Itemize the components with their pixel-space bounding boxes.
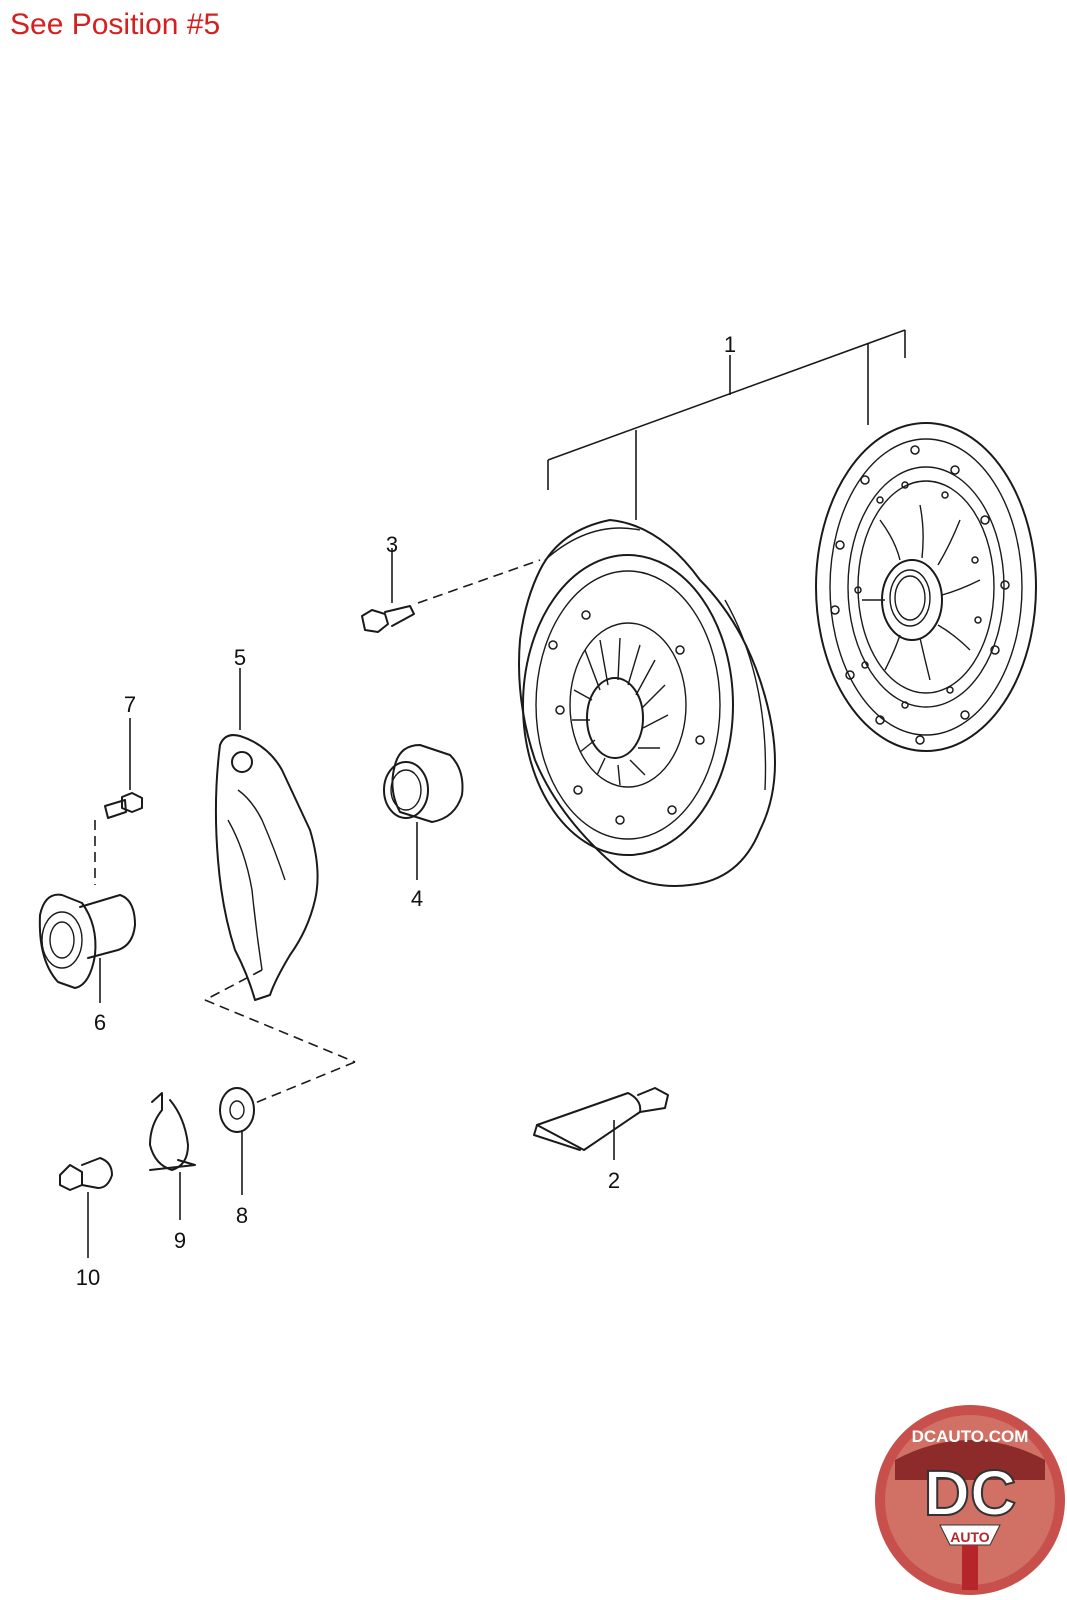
callout-1-bracket [547,329,906,520]
spring-clip-9 [149,1092,196,1220]
callout-3: 3 [386,532,398,557]
bolt-3 [361,548,541,633]
release-lever-5 [204,668,356,1104]
grease-tube-2 [533,1087,669,1160]
callout-1: 1 [724,332,736,357]
dcauto-logo: DCAUTO.COM DC AUTO [875,1405,1065,1595]
washer-8 [219,1087,255,1195]
logo-mark: DC [924,1457,1016,1529]
bolt-7 [94,718,143,885]
logo-sub-text: AUTO [950,1529,990,1545]
callout-9: 9 [174,1228,186,1253]
clutch-disc [815,422,1037,752]
callout-4: 4 [411,886,423,911]
callout-8: 8 [236,1203,248,1228]
callout-7: 7 [124,692,136,717]
callout-10: 10 [76,1265,100,1290]
callout-2: 2 [608,1168,620,1193]
callout-6: 6 [94,1010,106,1035]
callout-5: 5 [234,645,246,670]
header-note: See Position #5 [10,8,221,41]
guide-tube-6 [38,893,136,1003]
pressure-plate [518,519,776,887]
pin-10 [59,1157,113,1258]
logo-url-text: DCAUTO.COM [912,1427,1029,1446]
release-bearing-4 [383,744,464,880]
